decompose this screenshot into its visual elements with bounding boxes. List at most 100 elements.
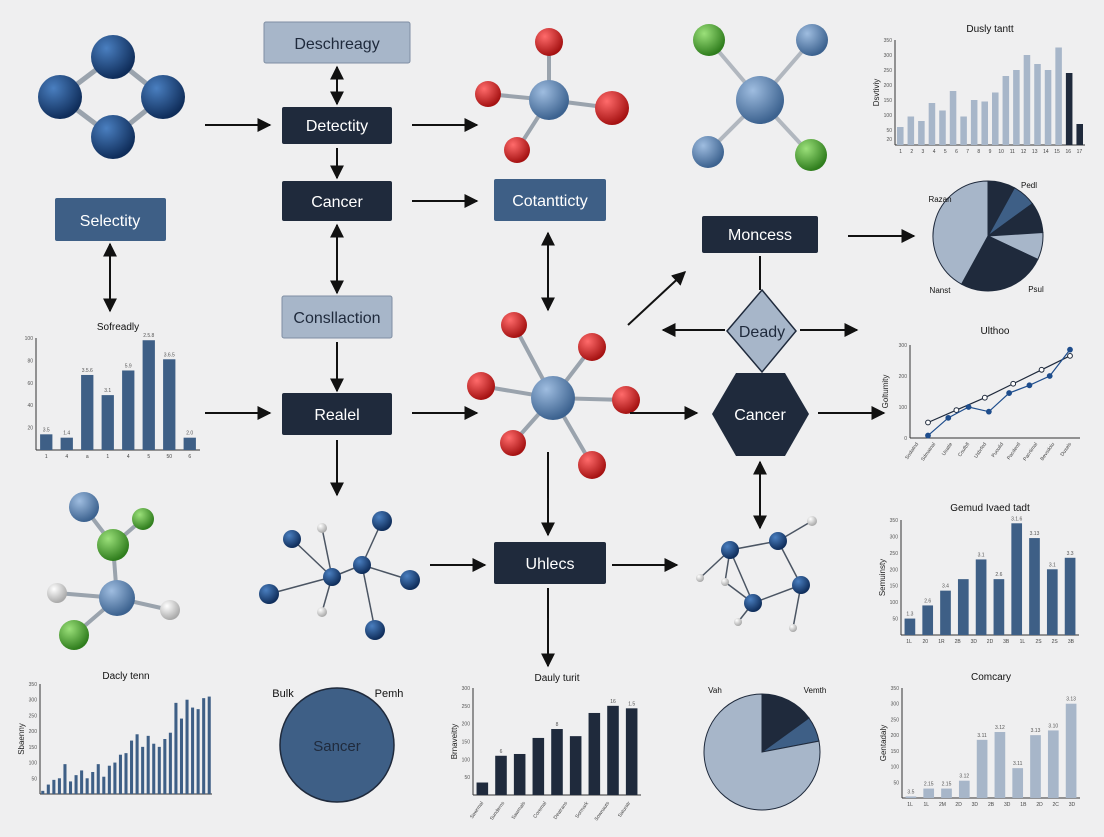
x-tick-label: 50 — [166, 454, 172, 460]
bar — [939, 110, 946, 145]
node-deady-label: Deady — [739, 324, 785, 341]
data-label: 3.5.6 — [82, 368, 93, 374]
data-label: 8 — [556, 722, 559, 728]
bar — [191, 707, 195, 794]
y-tick-label: 100 — [29, 761, 38, 767]
bar — [905, 796, 917, 798]
y-tick-label: 200 — [891, 733, 900, 739]
bar — [1076, 124, 1083, 145]
y-tick-label: 100 — [884, 113, 893, 119]
x-tick-label: 20 — [922, 639, 928, 645]
y-tick-label: 100 — [899, 405, 908, 411]
node-uhlecs: Uhlecs — [494, 542, 606, 584]
x-tick-label: Coufbfl — [957, 442, 971, 458]
x-tick-label: 2B — [988, 802, 995, 808]
bar — [101, 395, 114, 450]
bar — [135, 734, 139, 794]
bar — [588, 712, 601, 795]
bar — [476, 782, 489, 795]
bar — [1030, 735, 1041, 798]
bar — [922, 605, 934, 635]
x-tick-label: 3B — [1003, 639, 1010, 645]
x-tick-label: 3 — [922, 149, 925, 155]
x-tick-label: 1R — [938, 639, 945, 645]
node-cancer-top-label: Cancer — [311, 194, 363, 211]
y-tick-label: 350 — [884, 38, 893, 44]
x-tick-label: 1L — [923, 802, 929, 808]
chart-left-bar: Sofreadly204060801003.51.43.5.63.15.92.5… — [25, 322, 200, 460]
node-deady: Deady — [726, 288, 797, 374]
bar — [960, 116, 967, 145]
bar — [168, 732, 172, 794]
y-axis-label: Sbaenny — [17, 723, 26, 755]
node-deschreagy: Deschreagy — [263, 21, 411, 64]
node-consllaction: Consllaction — [281, 295, 393, 339]
x-tick-label: Sawmals — [511, 800, 528, 820]
bar — [1064, 557, 1076, 635]
data-label: 5.9 — [125, 363, 132, 369]
bar — [163, 359, 176, 450]
node-uhlecs-label: Uhlecs — [526, 556, 575, 573]
pie-slice — [932, 180, 989, 285]
chart-title: Sofreadly — [97, 322, 139, 333]
node-cotantticty: Cotantticty — [494, 179, 606, 221]
bar — [904, 618, 916, 635]
y-tick-label: 200 — [890, 567, 899, 573]
bar — [163, 739, 167, 794]
y-tick-label: 50 — [31, 776, 37, 782]
data-label: 3.1 — [104, 388, 111, 394]
y-tick-label: 50 — [886, 128, 892, 134]
y-tick-label: 300 — [884, 53, 893, 59]
x-tick-label: 3D — [1069, 802, 1076, 808]
bar — [981, 101, 988, 145]
x-tick-label: 3D — [972, 802, 979, 808]
node-realel: Realel — [282, 393, 392, 435]
charts-layer: Dusly tanttDsvtiviy205010015020025030035… — [17, 24, 1085, 822]
y-tick-label: 200 — [462, 722, 471, 728]
y-tick-label: 40 — [27, 403, 33, 409]
molecule-green-left — [47, 492, 180, 650]
x-tick-label: 2D — [955, 802, 962, 808]
series-point — [1006, 390, 1013, 396]
molecule-network — [259, 511, 420, 640]
bar — [124, 753, 128, 794]
x-tick-label: Uoatle — [941, 442, 954, 457]
molecule-square — [38, 35, 185, 159]
x-tick-label: Sodwlnd — [904, 442, 920, 461]
y-tick-label: 300 — [899, 343, 908, 349]
y-tick-label: 350 — [890, 518, 899, 524]
data-label: 3.5 — [907, 789, 914, 795]
y-tick-label: 250 — [891, 717, 900, 723]
pie-label: Razan — [928, 195, 951, 204]
node-selectity-label: Selectity — [80, 213, 140, 230]
y-tick-label: 250 — [29, 713, 38, 719]
bar — [113, 762, 117, 794]
x-tick-label: Bevsdoiu — [1039, 442, 1056, 462]
molecule-ring — [696, 516, 817, 632]
bar — [949, 91, 957, 145]
bar — [1023, 55, 1031, 145]
y-tick-label: 100 — [890, 600, 899, 606]
x-tick-label: 16 — [1065, 149, 1071, 155]
bar — [1044, 70, 1052, 145]
bar — [185, 699, 189, 794]
series-point — [925, 419, 931, 426]
y-tick-label: 350 — [29, 682, 38, 688]
y-tick-label: 300 — [462, 686, 471, 692]
data-label: 2.15 — [942, 782, 952, 788]
bar — [52, 779, 56, 794]
bar — [495, 755, 507, 795]
y-tick-label: 150 — [29, 745, 38, 751]
bar — [74, 775, 78, 794]
data-label: 6 — [500, 749, 503, 755]
bar — [625, 708, 638, 795]
series-point — [953, 407, 960, 414]
node-cancer-hex-label: Cancer — [734, 407, 786, 424]
data-label: 3.1 — [1049, 562, 1056, 568]
chart-bottom-center-bar: Dauly turitBrnaveitty3002502001501005068… — [450, 673, 641, 822]
bar — [46, 784, 50, 794]
x-tick-label: 4 — [65, 454, 68, 460]
